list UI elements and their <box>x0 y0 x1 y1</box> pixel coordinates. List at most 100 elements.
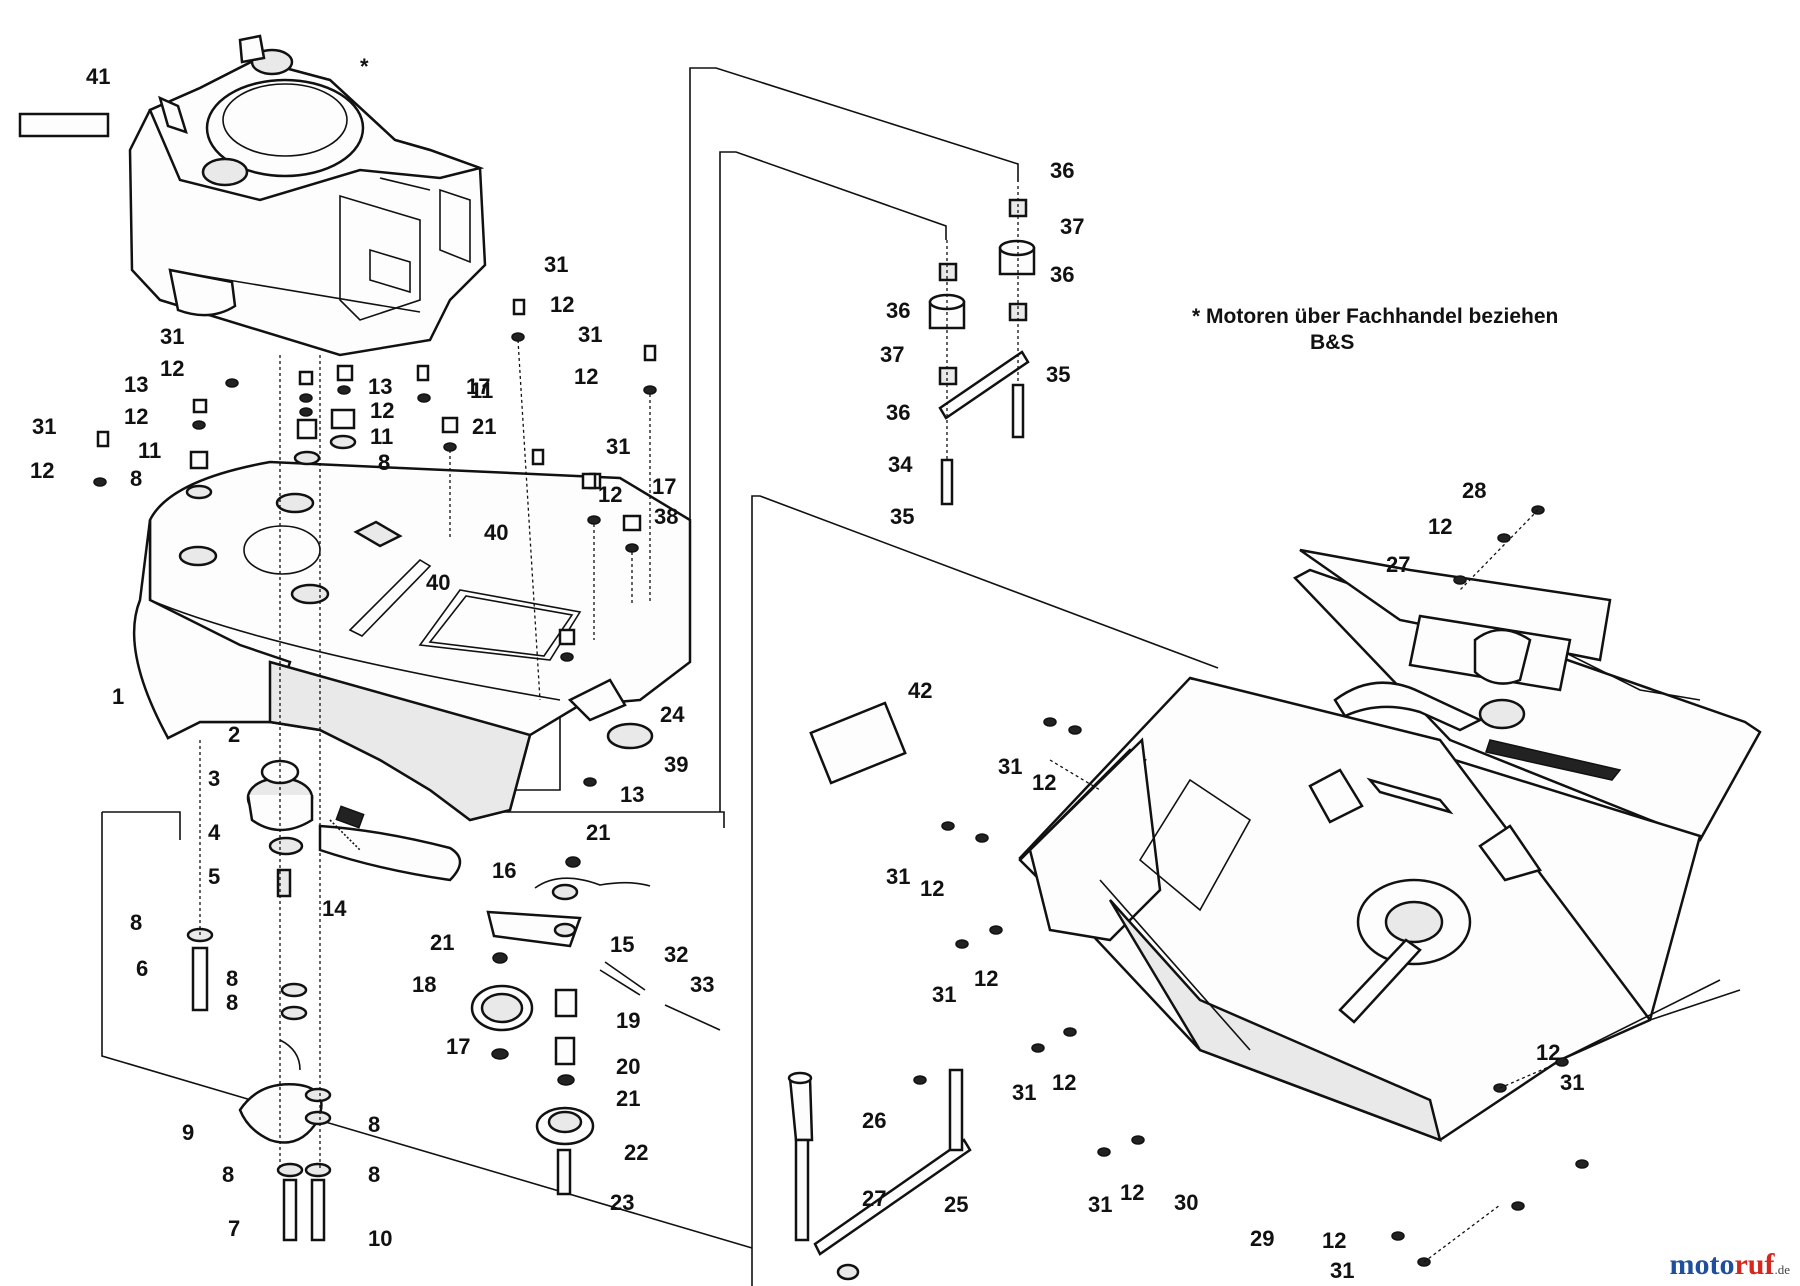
callout: 12 <box>920 876 944 901</box>
drive-components <box>186 355 462 1242</box>
callout: 28 <box>1462 478 1486 503</box>
callout: 38 <box>654 504 678 529</box>
callout: 13 <box>368 374 392 399</box>
callout: 12 <box>124 404 148 429</box>
callout-labels: * 41 31 12 31 12 13 12 11 8 13 12 11 8 3… <box>30 54 1584 1283</box>
callout: 41 <box>86 64 110 89</box>
callout: 1 <box>112 684 124 709</box>
callout: 8 <box>130 910 142 935</box>
callout: 14 <box>322 896 347 921</box>
callout: 12 <box>1322 1228 1346 1253</box>
callout: 31 <box>578 322 602 347</box>
callout: 7 <box>228 1216 240 1241</box>
callout: 11 <box>370 424 393 449</box>
callout: 36 <box>1050 262 1074 287</box>
callout: 40 <box>426 570 450 595</box>
callout: 31 <box>32 414 56 439</box>
assembly-boundary-lines <box>101 67 1219 1286</box>
hardware-stacks <box>93 298 657 787</box>
label-plate-41 <box>18 112 110 138</box>
watermark-part-1: moto <box>1669 1248 1735 1281</box>
callout: 15 <box>610 932 634 957</box>
callout: 13 <box>620 782 644 807</box>
callout: 26 <box>862 1108 886 1133</box>
callout: 8 <box>368 1162 380 1187</box>
callout: 12 <box>370 398 394 423</box>
callout: 12 <box>974 966 998 991</box>
callout: 8 <box>226 966 238 991</box>
callout: 31 <box>1330 1258 1354 1283</box>
callout: 37 <box>1060 214 1084 239</box>
callout: 8 <box>130 466 142 491</box>
callout: * <box>360 54 369 79</box>
callout: 13 <box>124 372 148 397</box>
engine <box>128 34 487 357</box>
callout: 8 <box>222 1162 234 1187</box>
callout: 2 <box>228 722 240 747</box>
chute-frame-assembly <box>1018 568 1762 1143</box>
callout: 33 <box>690 972 714 997</box>
callout: 12 <box>1536 1040 1560 1065</box>
callout: 10 <box>368 1226 392 1251</box>
callout: 35 <box>890 504 914 529</box>
callout: 34 <box>888 452 913 477</box>
callout: 12 <box>1120 1180 1144 1205</box>
callout: 17 <box>652 474 676 499</box>
callout: 12 <box>30 458 54 483</box>
callout: 5 <box>208 864 220 889</box>
callout: 23 <box>610 1190 634 1215</box>
clutch-components <box>470 856 721 1196</box>
callout: 24 <box>660 702 685 727</box>
note-line-1: * Motoren über Fachhandel beziehen <box>1192 305 1559 328</box>
callout: 12 <box>574 364 598 389</box>
callout: 31 <box>998 754 1022 779</box>
callout: 6 <box>136 956 148 981</box>
watermark-logo: motoruf.de <box>1669 1248 1790 1282</box>
callout: 21 <box>616 1086 640 1111</box>
lower-auger-housing <box>1299 548 1612 692</box>
callout: 36 <box>886 298 910 323</box>
callout: 31 <box>160 324 184 349</box>
label-plate-42 <box>809 701 907 785</box>
callout: 19 <box>616 1008 640 1033</box>
callout: 21 <box>472 414 496 439</box>
watermark-part-3: .de <box>1774 1262 1790 1277</box>
callout: 20 <box>616 1054 640 1079</box>
callout: 4 <box>208 820 221 845</box>
callout: 42 <box>908 678 932 703</box>
engine-supply-note: * Motoren über Fachhandel beziehen B&S <box>1192 304 1558 356</box>
callout: 36 <box>886 400 910 425</box>
callout: 25 <box>944 1192 968 1217</box>
callout: 31 <box>886 864 910 889</box>
right-hardware <box>941 505 1589 1267</box>
mount-components <box>928 186 1036 506</box>
callout: 21 <box>586 820 610 845</box>
callout: 3 <box>208 766 220 791</box>
callout: 12 <box>550 292 574 317</box>
callout: 12 <box>1428 514 1452 539</box>
callout: 8 <box>378 450 390 475</box>
callout: 29 <box>1250 1226 1274 1251</box>
callout: 37 <box>880 342 904 367</box>
callout: 12 <box>1032 770 1056 795</box>
callout: 31 <box>606 434 630 459</box>
callout: 8 <box>226 990 238 1015</box>
callout: 11 <box>138 438 161 463</box>
callout: 17 <box>466 374 490 399</box>
callout: 17 <box>446 1034 470 1059</box>
callout: 12 <box>598 482 622 507</box>
callout: 31 <box>932 982 956 1007</box>
callout: 12 <box>160 356 184 381</box>
callout: 31 <box>544 252 568 277</box>
watermark-part-2: ruf <box>1734 1248 1775 1281</box>
callout: 21 <box>430 930 454 955</box>
callout: 30 <box>1174 1190 1198 1215</box>
callout: 39 <box>664 752 688 777</box>
callout: 12 <box>1052 1070 1076 1095</box>
engine-deck <box>132 460 692 822</box>
callout: 36 <box>1050 158 1074 183</box>
callout: 31 <box>1560 1070 1584 1095</box>
callout: 31 <box>1088 1192 1112 1217</box>
callout: 16 <box>492 858 516 883</box>
